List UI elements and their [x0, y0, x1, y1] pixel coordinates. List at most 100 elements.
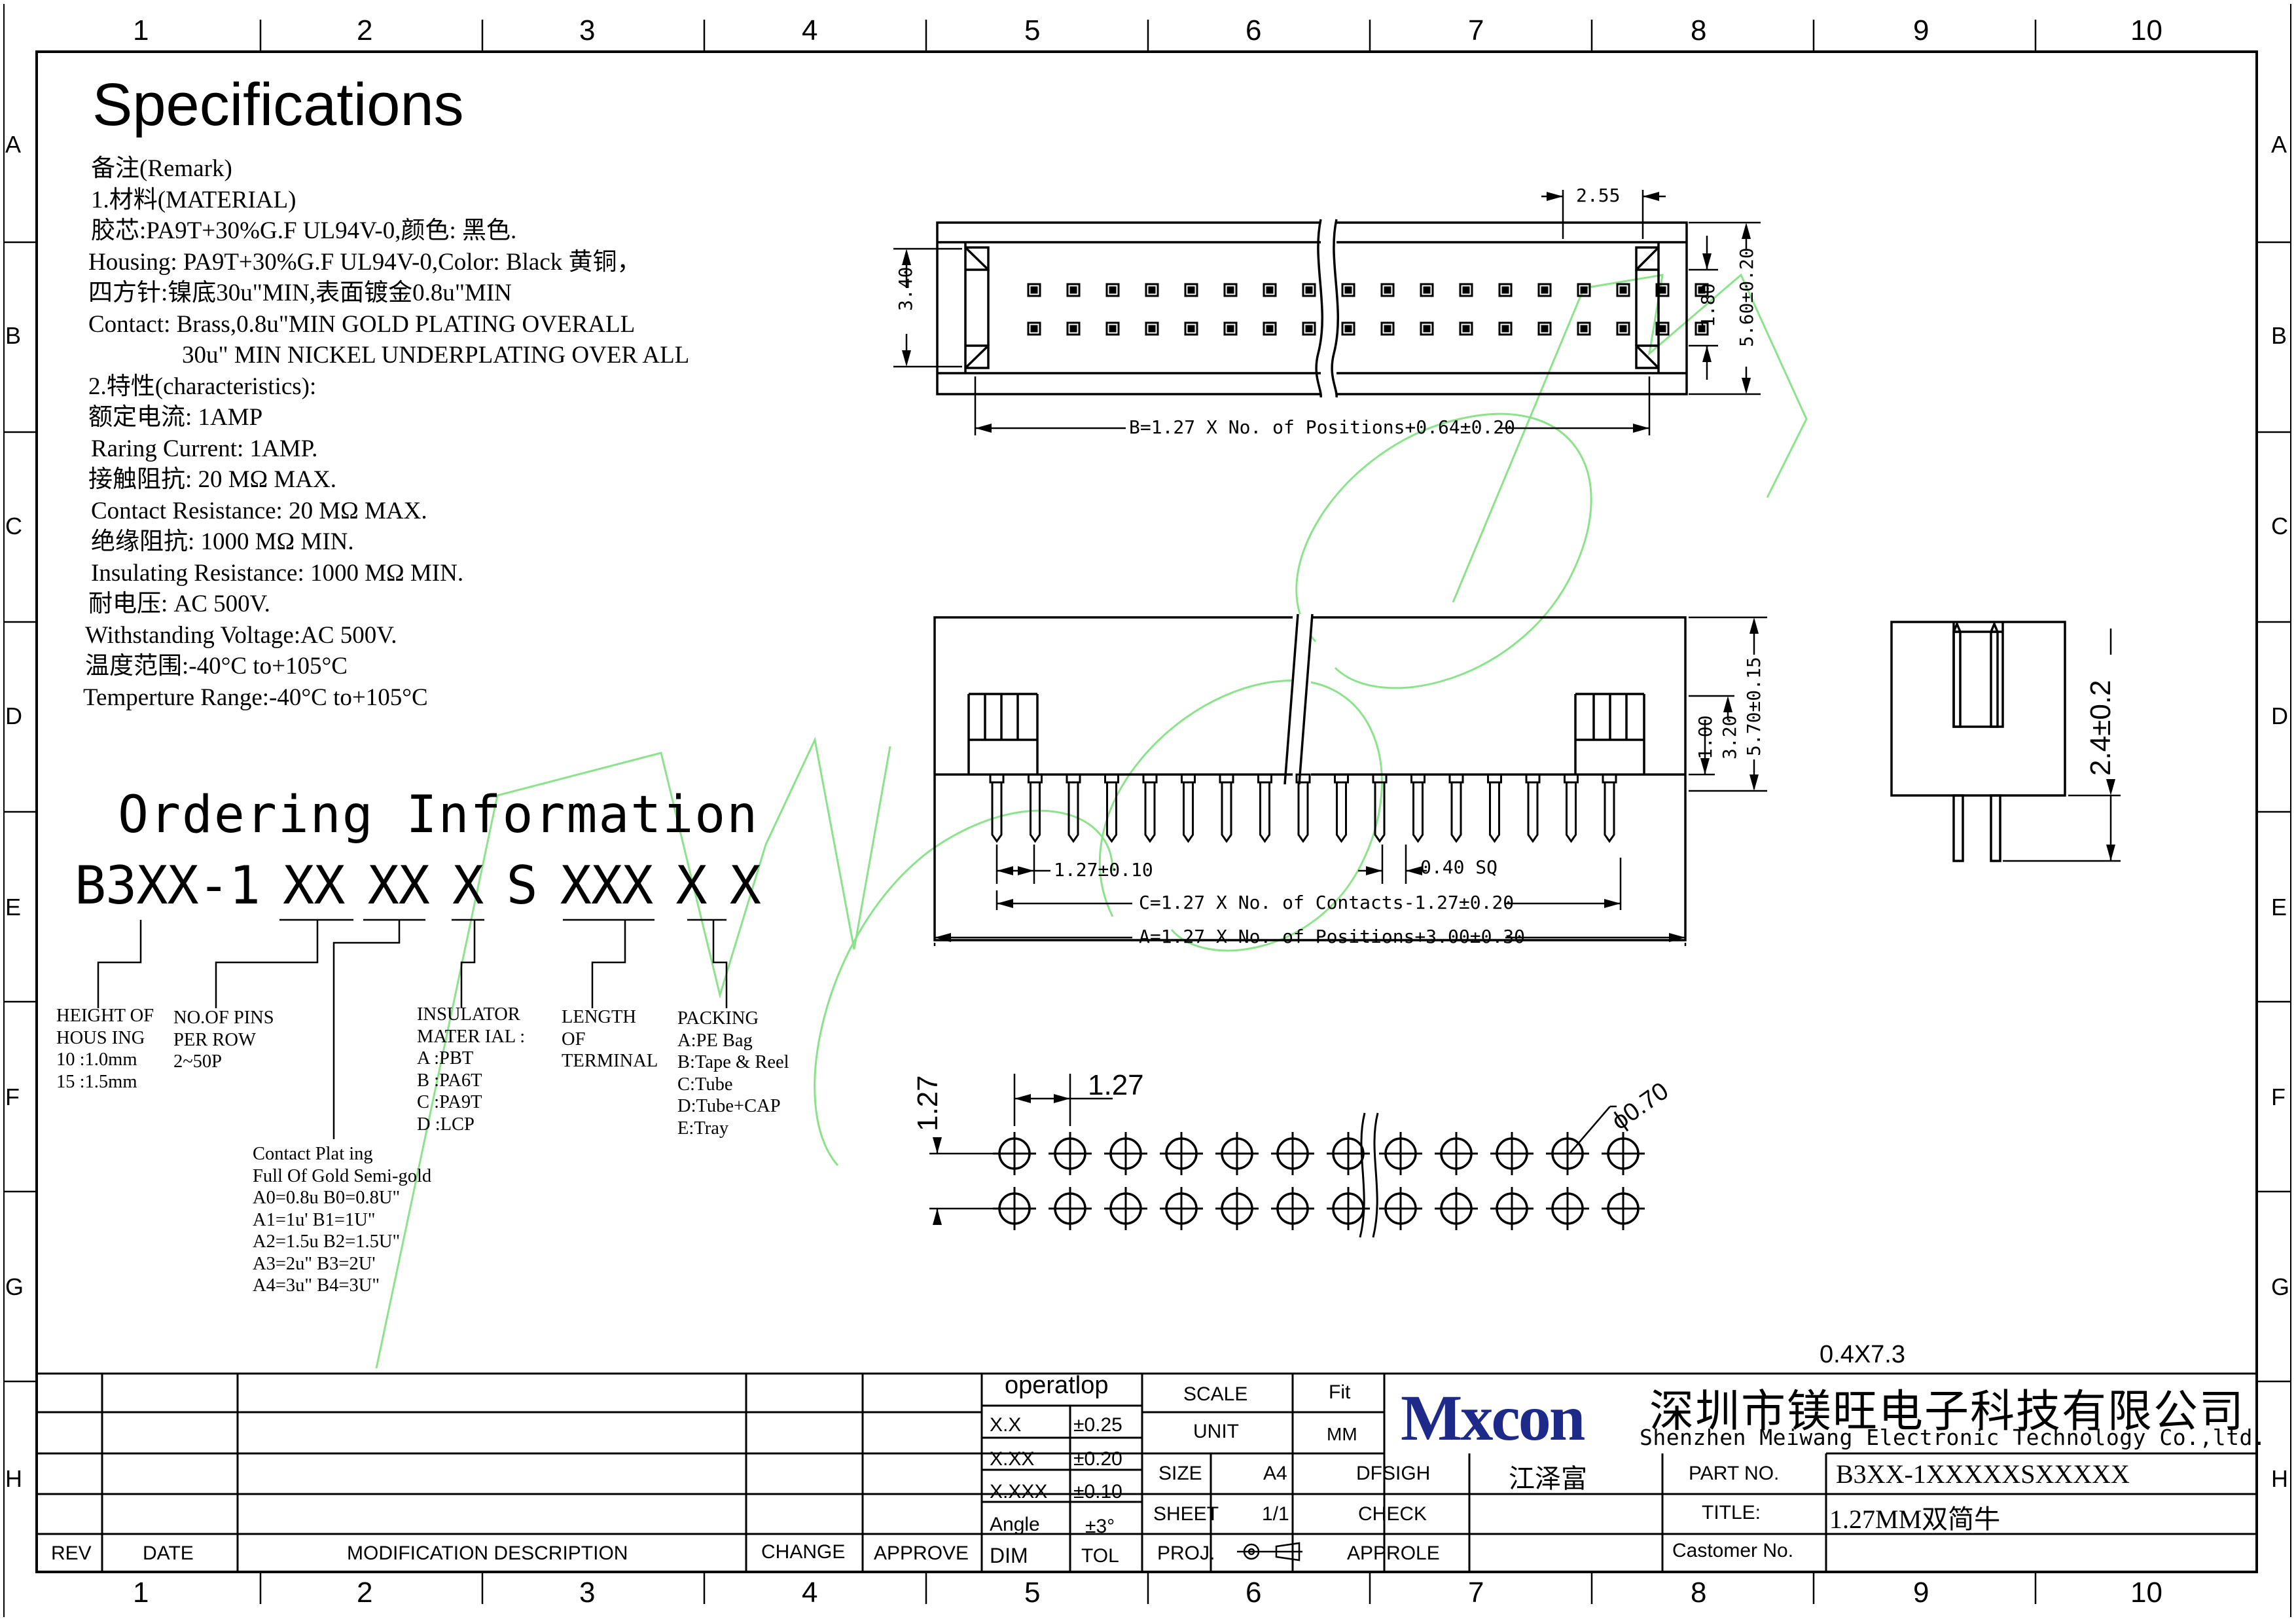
grid-row-label: G — [5, 1273, 24, 1300]
top-pin — [1655, 283, 1670, 297]
top-pin — [1537, 321, 1552, 336]
top-pin — [1223, 283, 1238, 297]
option-value: B:Tape & Reel — [677, 1052, 789, 1072]
grid-col-label: 8 — [1691, 1577, 1707, 1609]
side-pin-shoulder — [1104, 773, 1119, 784]
top-pin-core — [1109, 286, 1117, 294]
end-view — [1890, 621, 2066, 862]
option-value: A0=0.8u B0=0.8U" — [253, 1188, 401, 1208]
top-pin — [1184, 321, 1198, 336]
pcb-pad — [1489, 1186, 1535, 1231]
side-pin-shoulder — [989, 773, 1005, 784]
option-title: HEIGHT OF — [56, 1006, 154, 1026]
dim-2-4: 2.4±0.2 — [2085, 680, 2117, 776]
pcb-pad — [1270, 1186, 1316, 1231]
dim-pitch-2-55: 2.55 — [1576, 185, 1621, 206]
grid-row-label: H — [5, 1465, 22, 1492]
dim-1-80: 1.80 — [1697, 283, 1719, 327]
date-header: DATE — [143, 1542, 194, 1564]
grid-row-label: B — [2271, 322, 2287, 349]
top-pin — [1263, 283, 1277, 297]
approve-header: APPROVE — [874, 1542, 969, 1564]
top-pin-core — [1344, 286, 1352, 294]
dfsigh-value: 江泽富 — [1509, 1464, 1587, 1493]
grid-row-label: C — [2271, 513, 2288, 539]
option-title: PACKING — [677, 1008, 759, 1029]
desc-header: MODIFICATION DESCRIPTION — [347, 1542, 628, 1564]
option-value: A1=1u' B1=1U" — [253, 1209, 376, 1230]
option-value: D :LCP — [417, 1114, 475, 1135]
remark-line: 额定电流: 1AMP — [88, 404, 263, 431]
dim-b-formula: B=1.27 X No. of Positions+0.64±0.20 — [1129, 416, 1516, 438]
grid-col-label: 10 — [2130, 1577, 2162, 1609]
size-value: A4 — [1263, 1463, 1287, 1484]
option-value: 10 :1.0mm — [56, 1049, 137, 1070]
remark-line: 温度范围:-40°C to+105°C — [85, 653, 348, 680]
top-pin-core — [1580, 286, 1588, 294]
option-value: A:PE Bag — [677, 1030, 753, 1051]
top-pin-core — [1384, 325, 1391, 333]
pcb-pad — [1214, 1131, 1260, 1176]
packing-option: PACKING A:PE Bag B:Tape & Reel C:Tube D:… — [677, 1008, 789, 1139]
top-pin-core — [1030, 286, 1038, 294]
side-pin-shoulder — [1372, 773, 1388, 784]
pcb-pad — [1158, 1131, 1204, 1176]
option-value: B :PA6T — [417, 1070, 482, 1091]
dim-c-formula: C=1.27 X No. of Contacts-1.27±0.20 — [1139, 892, 1515, 913]
side-pin-shoulder — [1257, 773, 1272, 784]
size-label: SIZE — [1158, 1463, 1202, 1484]
top-pin — [1537, 283, 1552, 297]
top-pin — [1695, 321, 1709, 336]
top-pin — [1027, 321, 1041, 336]
option-title: PER ROW — [173, 1029, 256, 1050]
grid-col-label: 9 — [1913, 1577, 1929, 1609]
top-pin-core — [1266, 325, 1274, 333]
tol-dim-label: Angle — [990, 1514, 1040, 1535]
title-value: 1.27MM双简牛 — [1829, 1504, 2001, 1534]
dim-0-40-sq: 0.40 SQ — [1420, 856, 1498, 878]
remark-block: 备注(Remark) 1.材料(MATERIAL) 胶芯:PA9T+30%G.F… — [83, 153, 689, 713]
top-pin-core — [1227, 286, 1234, 294]
option-value: A :PBT — [417, 1048, 474, 1068]
remark-line: 绝缘阻抗: 1000 MΩ MIN. — [91, 528, 354, 555]
dim-3-40: 3.40 — [895, 266, 916, 311]
dim-1-00: 1.00 — [1695, 715, 1716, 759]
pcb-pad — [1103, 1131, 1149, 1176]
check-label: CHECK — [1358, 1503, 1427, 1525]
option-title: TERMINAL — [562, 1051, 658, 1071]
pcb-pad — [1158, 1186, 1204, 1231]
top-pin — [1498, 321, 1513, 336]
dim-5-70: 5.70±0.15 — [1743, 657, 1765, 756]
top-pin — [1380, 321, 1395, 336]
grid-col-label: 3 — [579, 1577, 596, 1609]
top-pin-core — [1148, 325, 1156, 333]
grid-col-label: 3 — [579, 14, 596, 46]
side-pin — [1489, 782, 1500, 843]
unit-value: MM — [1327, 1424, 1357, 1444]
remark-line: Raring Current: 1AMP. — [91, 435, 318, 462]
proj-label: PROJ. — [1157, 1542, 1215, 1564]
pcb-pad — [1378, 1186, 1424, 1231]
grid-row-label: A — [2271, 131, 2287, 158]
option-value: A2=1.5u B2=1.5U" — [253, 1231, 401, 1252]
top-pin-core — [1580, 325, 1588, 333]
side-pin-shoulder — [1448, 773, 1464, 784]
side-pin-shoulder — [1487, 773, 1502, 784]
grid-row-label: G — [2271, 1273, 2290, 1300]
top-pin-core — [1069, 286, 1077, 294]
grid-col-label: 5 — [1024, 1577, 1041, 1609]
top-pin-core — [1187, 325, 1195, 333]
top-pin — [1027, 283, 1041, 297]
dim-pcb-pitch-x: 1.27 — [1088, 1069, 1144, 1101]
pcb-pad — [1600, 1131, 1646, 1176]
top-pin-core — [1305, 286, 1313, 294]
side-pin — [1566, 782, 1577, 843]
approle-label: APPROLE — [1347, 1542, 1440, 1564]
side-pin-shoulder — [1564, 773, 1579, 784]
side-pin — [1604, 782, 1615, 843]
tol-value: ±0.10 — [1073, 1481, 1122, 1503]
side-pin — [1221, 782, 1232, 843]
top-pin — [1066, 283, 1081, 297]
grid-row-label: F — [2271, 1084, 2286, 1110]
remark-line: 1.材料(MATERIAL) — [91, 186, 296, 213]
